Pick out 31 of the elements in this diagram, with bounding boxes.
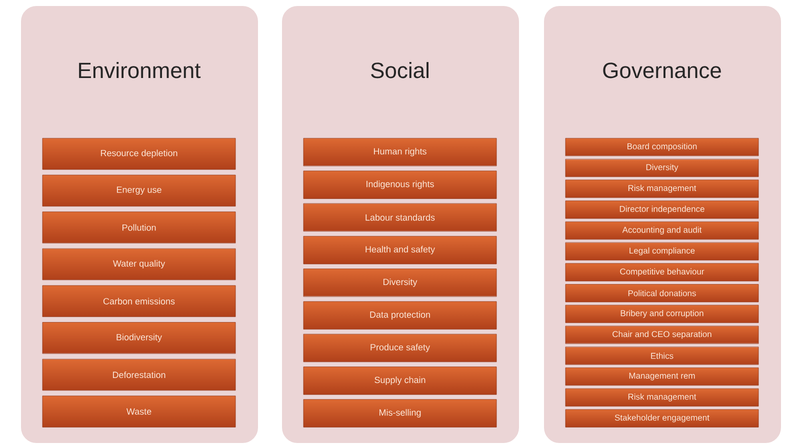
item-bar: Legal compliance bbox=[565, 242, 759, 260]
item-bar: Competitive behaviour bbox=[565, 263, 759, 282]
item-bar: Risk management bbox=[565, 388, 759, 406]
item-bar: Supply chain bbox=[303, 366, 497, 395]
item-bar: Health and safety bbox=[303, 236, 497, 264]
item-bar: Ethics bbox=[565, 346, 759, 365]
item-bar: Board composition bbox=[565, 138, 759, 156]
item-bar: Diversity bbox=[565, 158, 759, 177]
item-bar: Human rights bbox=[303, 138, 497, 166]
item-bar: Management rem bbox=[565, 368, 759, 386]
item-bar: Bribery and corruption bbox=[565, 304, 759, 323]
item-bar: Deforestation bbox=[42, 358, 236, 391]
item-bar: Director independence bbox=[565, 200, 759, 219]
item-bar: Pollution bbox=[42, 212, 236, 244]
item-bar: Energy use bbox=[42, 174, 236, 206]
item-bar: Risk management bbox=[565, 180, 759, 198]
item-bar: Stakeholder engagement bbox=[565, 409, 759, 428]
item-bar: Political donations bbox=[565, 284, 759, 302]
item-bar: Diversity bbox=[303, 268, 497, 297]
item-bar: Labour standards bbox=[303, 203, 497, 232]
item-bar: Water quality bbox=[42, 248, 236, 280]
item-bar: Resource depletion bbox=[42, 138, 236, 170]
item-bar: Carbon emissions bbox=[42, 285, 236, 317]
item-bar: Indigenous rights bbox=[303, 170, 497, 199]
item-bar: Chair and CEO separation bbox=[565, 326, 759, 344]
item-bar: Mis-selling bbox=[303, 399, 497, 428]
item-bar: Data protection bbox=[303, 301, 497, 330]
item-bar: Accounting and audit bbox=[565, 222, 759, 240]
item-bar: Waste bbox=[42, 396, 236, 428]
item-bar: Produce safety bbox=[303, 334, 497, 362]
item-bar: Biodiversity bbox=[42, 322, 236, 354]
